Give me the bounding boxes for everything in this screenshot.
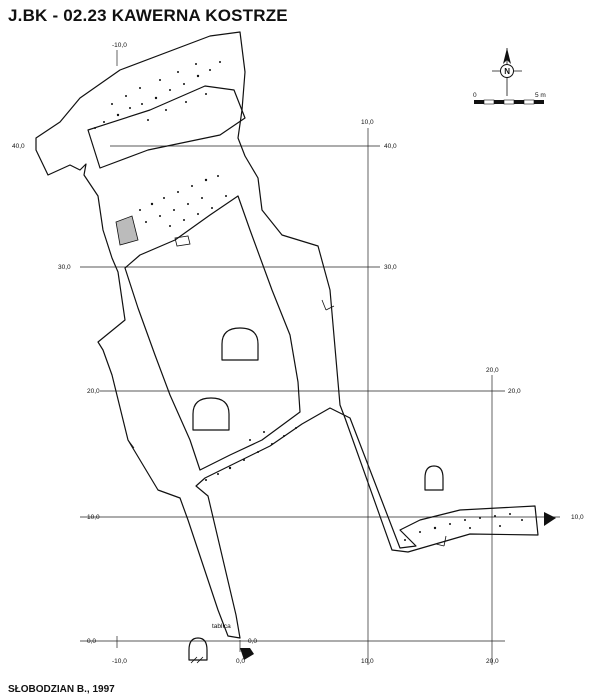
grid-label: 20,0 [87,388,100,395]
grid-label: 0,0 [248,638,257,645]
grid-label: 0,0 [236,658,245,665]
rubble-fill [94,61,523,541]
grid-label: 40,0 [384,143,397,150]
grid-label: 20,0 [508,388,521,395]
entrance-arrow-icon [544,512,556,526]
grid-label: -10,0 [112,658,127,665]
coordinate-grid [80,50,560,665]
scale-bar: 0 5 m [473,92,546,105]
grid-label: 10,0 [87,514,100,521]
niche-icons [188,327,444,664]
grid-label: 20,0 [486,658,499,665]
map-title: J.BK - 02.23 KAWERNA KOSTRZE [8,6,288,25]
grid-label: 30,0 [58,264,71,271]
author-credit: SŁOBODZIAN B., 1997 [8,684,115,695]
grid-label: 0,0 [87,638,96,645]
section-markers [127,299,447,547]
cave-outline [35,31,539,639]
grid-label: 20,0 [486,367,499,374]
entrance-arrow-icon [240,648,254,660]
north-letter: N [504,67,510,76]
grid-label: 10,0 [361,658,374,665]
tablica-label: tablica [212,623,231,630]
grid-label: 30,0 [384,264,397,271]
grid-label: 10,0 [571,514,584,521]
scale-start-label: 0 [473,92,477,99]
grid-label: 40,0 [12,143,25,150]
grid-label: 10,0 [361,119,374,126]
scale-end-label: 5 m [535,92,546,99]
grid-label: -10,0 [112,42,127,49]
north-arrow-icon: N [492,48,522,96]
